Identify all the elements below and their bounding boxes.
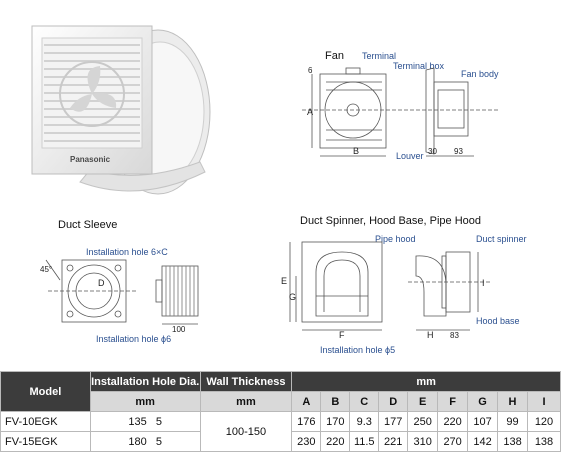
louver-label: Louver — [396, 151, 424, 161]
value-cell: 9.3 — [349, 411, 380, 432]
fan-body-label: Fan body — [461, 69, 499, 79]
fan-drawing: A 6 B 30 93 — [302, 66, 498, 157]
value-cell: 170 — [320, 411, 351, 432]
value-cell: 230 — [291, 431, 322, 452]
sub-mm-hole: mm — [89, 391, 201, 412]
hole-5-label: Installation hole ϕ5 — [320, 345, 396, 355]
value-cell: 176 — [291, 411, 322, 432]
value-cell: 99 — [497, 411, 528, 432]
col-a: A — [291, 391, 322, 412]
pipe-hood-label: Pipe hood — [375, 234, 416, 244]
spec-table: Model Installation Hole Dia. Wall Thickn… — [0, 371, 561, 452]
value-cell: 11.5 — [349, 431, 380, 452]
dim-a: A — [307, 107, 313, 117]
brand-logo: Panasonic — [70, 155, 111, 164]
value-cell: 310 — [407, 431, 439, 452]
value-cell: 120 — [527, 411, 561, 432]
terminal-box-label: Terminal box — [393, 61, 445, 71]
value-cell: 270 — [437, 431, 469, 452]
fan-title: Fan — [325, 50, 344, 62]
header-mm-group: mm — [291, 371, 561, 392]
header-wall: Wall Thickness — [199, 371, 293, 392]
dim-6: 6 — [308, 66, 313, 75]
dim-45: 45° — [40, 265, 52, 274]
value-cell: 220 — [320, 431, 351, 452]
col-f: F — [437, 391, 469, 412]
header-model: Model — [0, 371, 91, 412]
dim-h: H — [427, 330, 434, 340]
value-cell: 107 — [467, 411, 499, 432]
table-row: FV-10EGK 135 5 100-150 176 170 9.3 177 2… — [0, 411, 561, 452]
table-row: FV-15EGK 180 5 230 220 11.5 221 310 270 … — [0, 431, 561, 452]
duct-sleeve-title: Duct Sleeve — [58, 219, 118, 231]
hole-cell: 135 5 — [89, 411, 201, 432]
value-cell: 220 — [437, 411, 469, 432]
dim-f: F — [339, 330, 345, 340]
value-cell: 221 — [378, 431, 409, 452]
hole-cell: 180 5 — [89, 431, 201, 452]
dim-93: 93 — [454, 147, 463, 156]
hood-base-label: Hood base — [476, 316, 520, 326]
col-g: G — [467, 391, 499, 412]
value-cell: 138 — [497, 431, 528, 452]
duct-spinner-label: Duct spinner — [476, 234, 527, 244]
header-hole-dia: Installation Hole Dia. — [89, 371, 201, 392]
value-cell: 177 — [378, 411, 409, 432]
dim-g: G — [289, 292, 296, 302]
col-h: H — [497, 391, 528, 412]
dim-30: 30 — [428, 147, 437, 156]
dim-e: E — [281, 276, 287, 286]
col-i: I — [527, 391, 561, 412]
value-cell: 138 — [527, 431, 561, 452]
wall-cell: 100-150 — [199, 411, 293, 452]
dim-100: 100 — [172, 325, 186, 332]
dim-i: I — [482, 278, 485, 288]
duct-sleeve-drawing: 45° D 100 — [40, 259, 199, 332]
col-e: E — [407, 391, 439, 412]
value-cell: 250 — [407, 411, 439, 432]
hole-6c-label: Installation hole 6×C — [86, 247, 168, 257]
col-c: C — [349, 391, 380, 412]
dim-83: 83 — [450, 331, 459, 340]
terminal-label: Terminal — [362, 51, 397, 61]
sub-mm-wall: mm — [199, 391, 293, 412]
value-cell: 142 — [467, 431, 499, 452]
col-d: D — [378, 391, 409, 412]
model-cell: FV-10EGK — [0, 411, 91, 432]
fan-product-image: Panasonic — [31, 25, 211, 195]
spinner-drawing: E G F H 83 I — [281, 241, 490, 340]
hole-6-label: Installation hole ϕ6 — [96, 334, 172, 344]
dim-d: D — [98, 278, 105, 288]
model-cell: FV-15EGK — [0, 431, 91, 452]
col-b: B — [320, 391, 351, 412]
product-photo: Panasonic — [20, 12, 220, 202]
dim-b: B — [353, 146, 359, 156]
spinner-title: Duct Spinner, Hood Base, Pipe Hood — [300, 215, 482, 227]
